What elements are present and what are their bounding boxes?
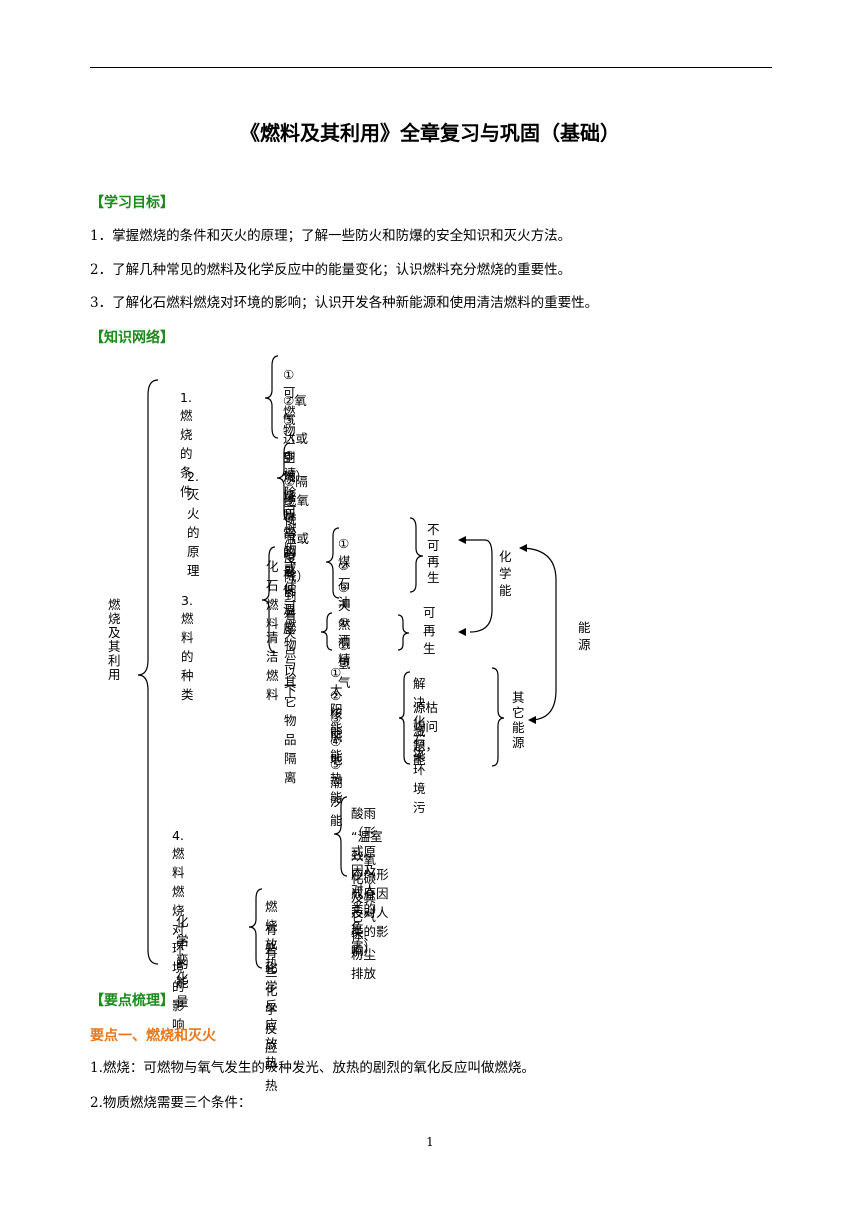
b5-label: 中的能量 <box>176 937 192 1009</box>
goals-heading: 【学习目标】 <box>90 195 174 211</box>
point1-item: 2.物质燃烧需要三个条件： <box>90 1095 252 1111</box>
fossil-label: 化石燃料 <box>266 559 279 631</box>
b3-label: 3.燃料的种类 <box>181 593 194 702</box>
b4-item: 一氧化碳及其它气体、粉尘排放 <box>351 852 377 981</box>
b5-item: 有些化学反应吸热 <box>265 945 278 1093</box>
b4-item: 酸雨（形式原因及对人类的危害） <box>351 806 377 954</box>
page-title: 《燃料及其利用》全章复习与巩固（基础） <box>240 121 620 145</box>
diagram-root: 燃烧及其利用 <box>108 597 121 682</box>
b5-label: 化学变化 <box>176 914 192 986</box>
b4-item: “温室效应”（形成原因及对人类的影响） <box>351 829 389 958</box>
b2-item: ②隔绝氧气（或空气） <box>284 474 310 584</box>
other-energy-item: ④地热能 <box>330 734 343 805</box>
clean-item: ①酒精 <box>338 615 351 667</box>
other-energy-item: ②核能 <box>330 688 343 740</box>
other-energy-item: ①太阳能 <box>330 665 343 736</box>
clean-item: ②氢气 <box>338 638 351 690</box>
point1-item: 1.燃烧：可燃物与氧气发生的一种发光、放热的剧烈的氧化反应叫做燃烧。 <box>90 1060 535 1076</box>
fossil-item: ②石油 <box>338 558 351 610</box>
b5-item: 有些化学反应放热 <box>265 922 278 1070</box>
b5-item: 燃烧放热 <box>265 899 278 971</box>
b4-label: 4.燃料燃烧对环境的影响 <box>172 828 185 1032</box>
fossil-item: ①煤 <box>338 536 351 569</box>
other-energy-item: ⑤潮汐能 <box>330 757 343 828</box>
other-energy-item: ③风能 <box>330 711 343 763</box>
goal-item: 2．了解几种常见的燃料及化学反应中的能量变化；认识燃料充分燃烧的重要性。 <box>90 262 572 278</box>
other-energy-note: 减少环境污 <box>413 724 426 815</box>
b1-label: 1.燃烧的条件 <box>180 390 193 499</box>
goal-item: 3．了解化石燃料燃烧对环境的影响；认识开发各种新能源和使用清洁燃料的重要性。 <box>90 295 599 311</box>
b2-label: 2.灭火的原理 <box>187 469 200 578</box>
points-heading: 【要点梳理】 <box>90 993 174 1009</box>
fossil-item: ③天然气 <box>338 580 351 651</box>
b1-item: ③达到燃烧所需的最低温度 <box>283 413 296 636</box>
b2-item: ③使温度降到着火点以下 <box>284 494 297 698</box>
b2-item: ①清除可燃物或使可燃物与其它物品隔离 <box>284 448 297 785</box>
energy-label: 能源 <box>578 620 591 652</box>
other-energy-note: 解决化石能 <box>413 676 426 767</box>
b1-item: ②氧气（或空气） <box>283 393 309 484</box>
network-heading: 【知识网络】 <box>90 330 174 346</box>
goal-item: 1．掌握燃烧的条件和灭火的原理；了解一些防火和防爆的安全知识和灭火方法。 <box>90 228 572 244</box>
chem-energy-label: 化学能 <box>499 549 512 598</box>
page-number: 1 <box>426 1135 434 1149</box>
fossil-note: 不可再生 <box>427 522 440 585</box>
point1-heading: 要点一、燃烧和灭火 <box>90 1028 216 1044</box>
clean-label: 清洁燃料 <box>266 630 279 702</box>
header-rule <box>90 67 772 68</box>
other-energy-note: 染 <box>413 748 426 763</box>
other-energy-note: 源枯竭问题， <box>413 700 439 753</box>
clean-note: 可再生 <box>423 605 436 656</box>
b1-item: ①可燃物 <box>283 367 296 438</box>
other-energy-label: 其它能源 <box>512 690 525 750</box>
